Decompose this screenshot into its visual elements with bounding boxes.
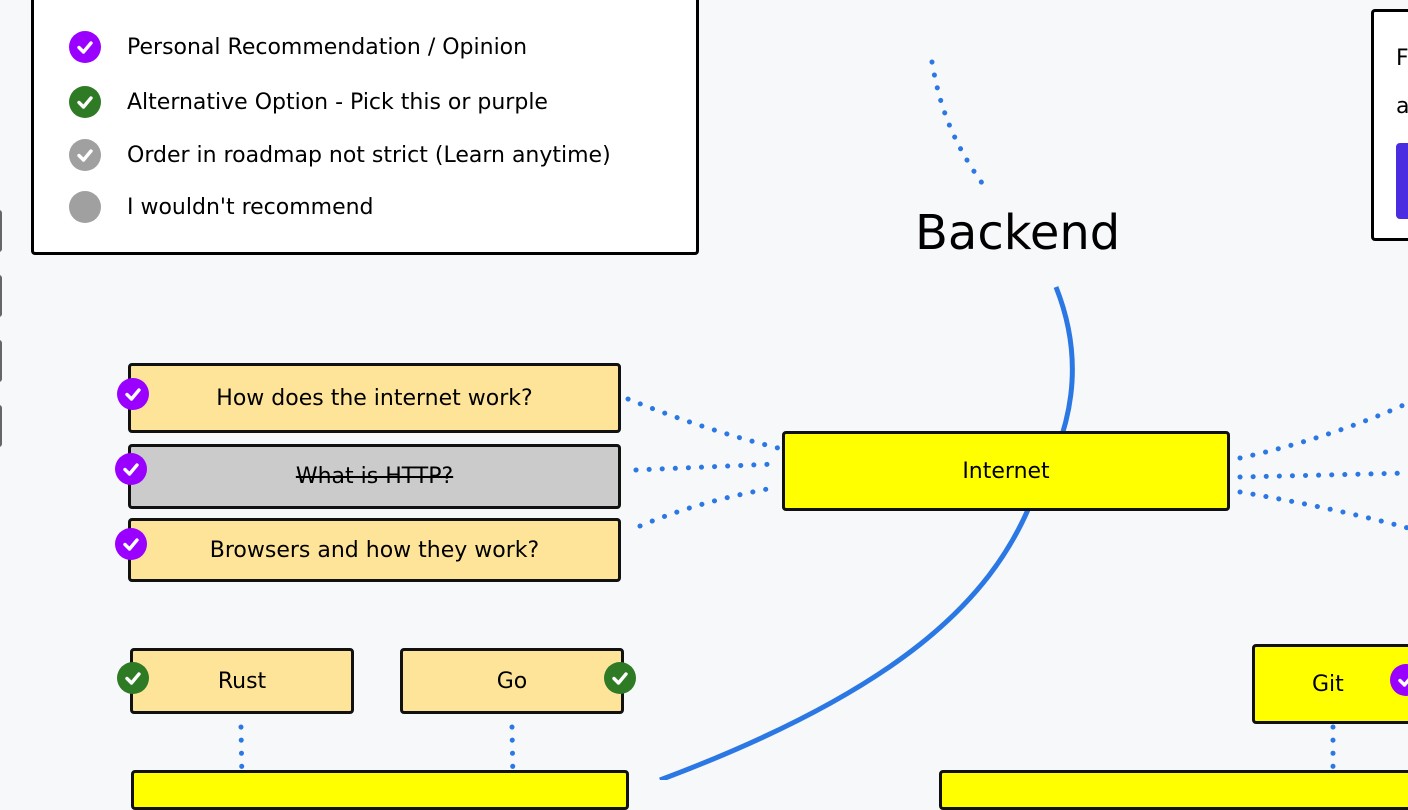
legend-item-order-not-strict: Order in roadmap not strict (Learn anyti… — [69, 139, 611, 171]
panel-text-line-2: a — [1396, 94, 1408, 119]
legend-label: Order in roadmap not strict (Learn anyti… — [127, 142, 611, 168]
connector-how-internet — [625, 396, 781, 451]
legend-panel: Personal Recommendation / Opinion Altern… — [31, 0, 699, 255]
legend-label: Personal Recommendation / Opinion — [127, 34, 528, 60]
connector-right-3 — [1237, 489, 1408, 531]
side-tab-4[interactable] — [0, 405, 2, 447]
green-check-icon — [117, 662, 149, 694]
node-label: Rust — [217, 668, 267, 694]
node-browsers[interactable]: Browsers and how they work? — [128, 518, 621, 582]
node-internet[interactable]: Internet — [782, 431, 1230, 511]
node-version-control-partial[interactable] — [939, 770, 1408, 810]
purple-check-icon — [1390, 664, 1408, 696]
connector-go-down — [509, 724, 516, 780]
side-tab-1[interactable] — [0, 210, 2, 252]
purple-check-icon — [115, 528, 147, 560]
legend-item-alternative: Alternative Option - Pick this or purple — [69, 86, 548, 118]
purple-check-icon — [117, 378, 149, 410]
main-path-curve — [659, 286, 1075, 780]
legend-label: I wouldn't recommend — [127, 194, 374, 220]
connector-browsers — [637, 484, 781, 529]
connector-right-2 — [1237, 470, 1408, 480]
gray-check-icon — [69, 139, 101, 171]
node-label: What is HTTP? — [295, 464, 454, 489]
connector-title-top — [929, 59, 985, 186]
node-label: How does the internet work? — [216, 385, 533, 411]
node-label: Git — [1312, 671, 1344, 697]
roadmap-title: Backend — [915, 205, 1121, 261]
legend-item-not-recommended: I wouldn't recommend — [69, 191, 374, 223]
node-git[interactable]: Git — [1252, 644, 1408, 724]
legend-item-recommendation: Personal Recommendation / Opinion — [69, 31, 527, 63]
right-info-panel: F a — [1371, 9, 1408, 241]
purple-check-icon — [69, 31, 101, 63]
node-label: Browsers and how they work? — [209, 537, 540, 563]
node-how-internet-works[interactable]: How does the internet work? — [128, 363, 621, 433]
side-tab-2[interactable] — [0, 275, 2, 317]
node-go[interactable]: Go — [400, 648, 624, 714]
node-label: Internet — [962, 458, 1050, 484]
side-tab-3[interactable] — [0, 340, 2, 382]
roadmap-connectors — [238, 59, 1408, 780]
connector-rust-down — [238, 724, 245, 780]
panel-text-line-1: F — [1396, 46, 1408, 71]
node-what-is-http[interactable]: What is HTTP? — [128, 444, 621, 509]
connector-right-1 — [1237, 400, 1408, 461]
green-check-icon — [604, 662, 636, 694]
panel-action-button[interactable] — [1396, 143, 1408, 219]
connector-what-http — [633, 461, 778, 473]
gray-dot-icon — [69, 191, 101, 223]
green-check-icon — [69, 86, 101, 118]
node-languages-partial[interactable] — [131, 770, 629, 810]
purple-check-icon — [115, 453, 147, 485]
node-label: Go — [496, 668, 528, 694]
node-rust[interactable]: Rust — [130, 648, 354, 714]
legend-label: Alternative Option - Pick this or purple — [127, 89, 548, 115]
